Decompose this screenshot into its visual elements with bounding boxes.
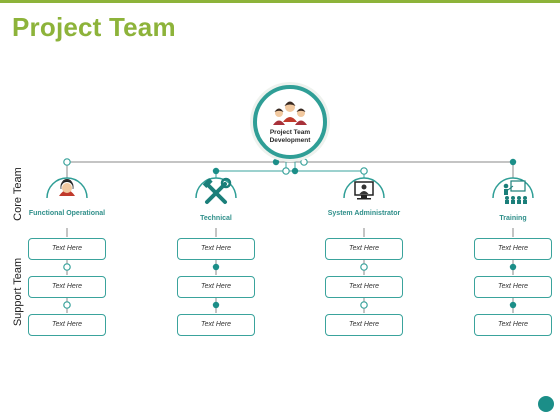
column-label-sysadmin: System Administrator xyxy=(327,210,401,217)
connector-dot xyxy=(360,263,368,271)
connector-dot xyxy=(509,158,517,166)
connector-dot xyxy=(63,158,71,166)
row-label-support: Support Team xyxy=(12,257,24,327)
connector-dot xyxy=(63,263,71,271)
connector-dot xyxy=(212,167,220,175)
connector-dot xyxy=(360,301,368,309)
connector-dot xyxy=(212,263,220,271)
computer-user-icon xyxy=(354,181,374,200)
connector-dot xyxy=(360,167,368,175)
team-people-icon xyxy=(273,101,307,125)
connector-dot xyxy=(63,301,71,309)
column-label-training: Training xyxy=(499,215,527,222)
text-box[interactable]: Text Here xyxy=(474,314,552,336)
operator-headset-icon xyxy=(59,179,75,196)
text-box[interactable]: Text Here xyxy=(325,276,403,298)
connector-dot xyxy=(509,301,517,309)
slide-corner-dot xyxy=(538,396,554,412)
center-node-label: Project Team Development xyxy=(269,129,311,144)
presentation-icon xyxy=(503,180,527,204)
text-box[interactable]: Text Here xyxy=(325,314,403,336)
column-label-technical: Technical xyxy=(200,215,232,222)
center-node xyxy=(250,82,330,162)
text-box[interactable]: Text Here xyxy=(28,276,106,298)
text-box[interactable]: Text Here xyxy=(28,238,106,260)
column-label-functional: Functional Operational xyxy=(28,210,106,217)
text-box[interactable]: Text Here xyxy=(28,314,106,336)
text-box[interactable]: Text Here xyxy=(177,276,255,298)
text-box[interactable]: Text Here xyxy=(474,238,552,260)
connector-dot xyxy=(282,167,290,175)
text-box[interactable]: Text Here xyxy=(177,314,255,336)
connector-dot xyxy=(291,167,299,175)
page-title: Project Team xyxy=(12,12,176,42)
text-box[interactable]: Text Here xyxy=(177,238,255,260)
connector-dot xyxy=(272,158,280,166)
top-accent-bar xyxy=(0,0,560,3)
connector-dot xyxy=(212,301,220,309)
text-box[interactable]: Text Here xyxy=(325,238,403,260)
connector-dot xyxy=(509,263,517,271)
text-box[interactable]: Text Here xyxy=(474,276,552,298)
row-label-core: Core Team xyxy=(12,167,24,221)
tools-icon xyxy=(202,177,232,204)
